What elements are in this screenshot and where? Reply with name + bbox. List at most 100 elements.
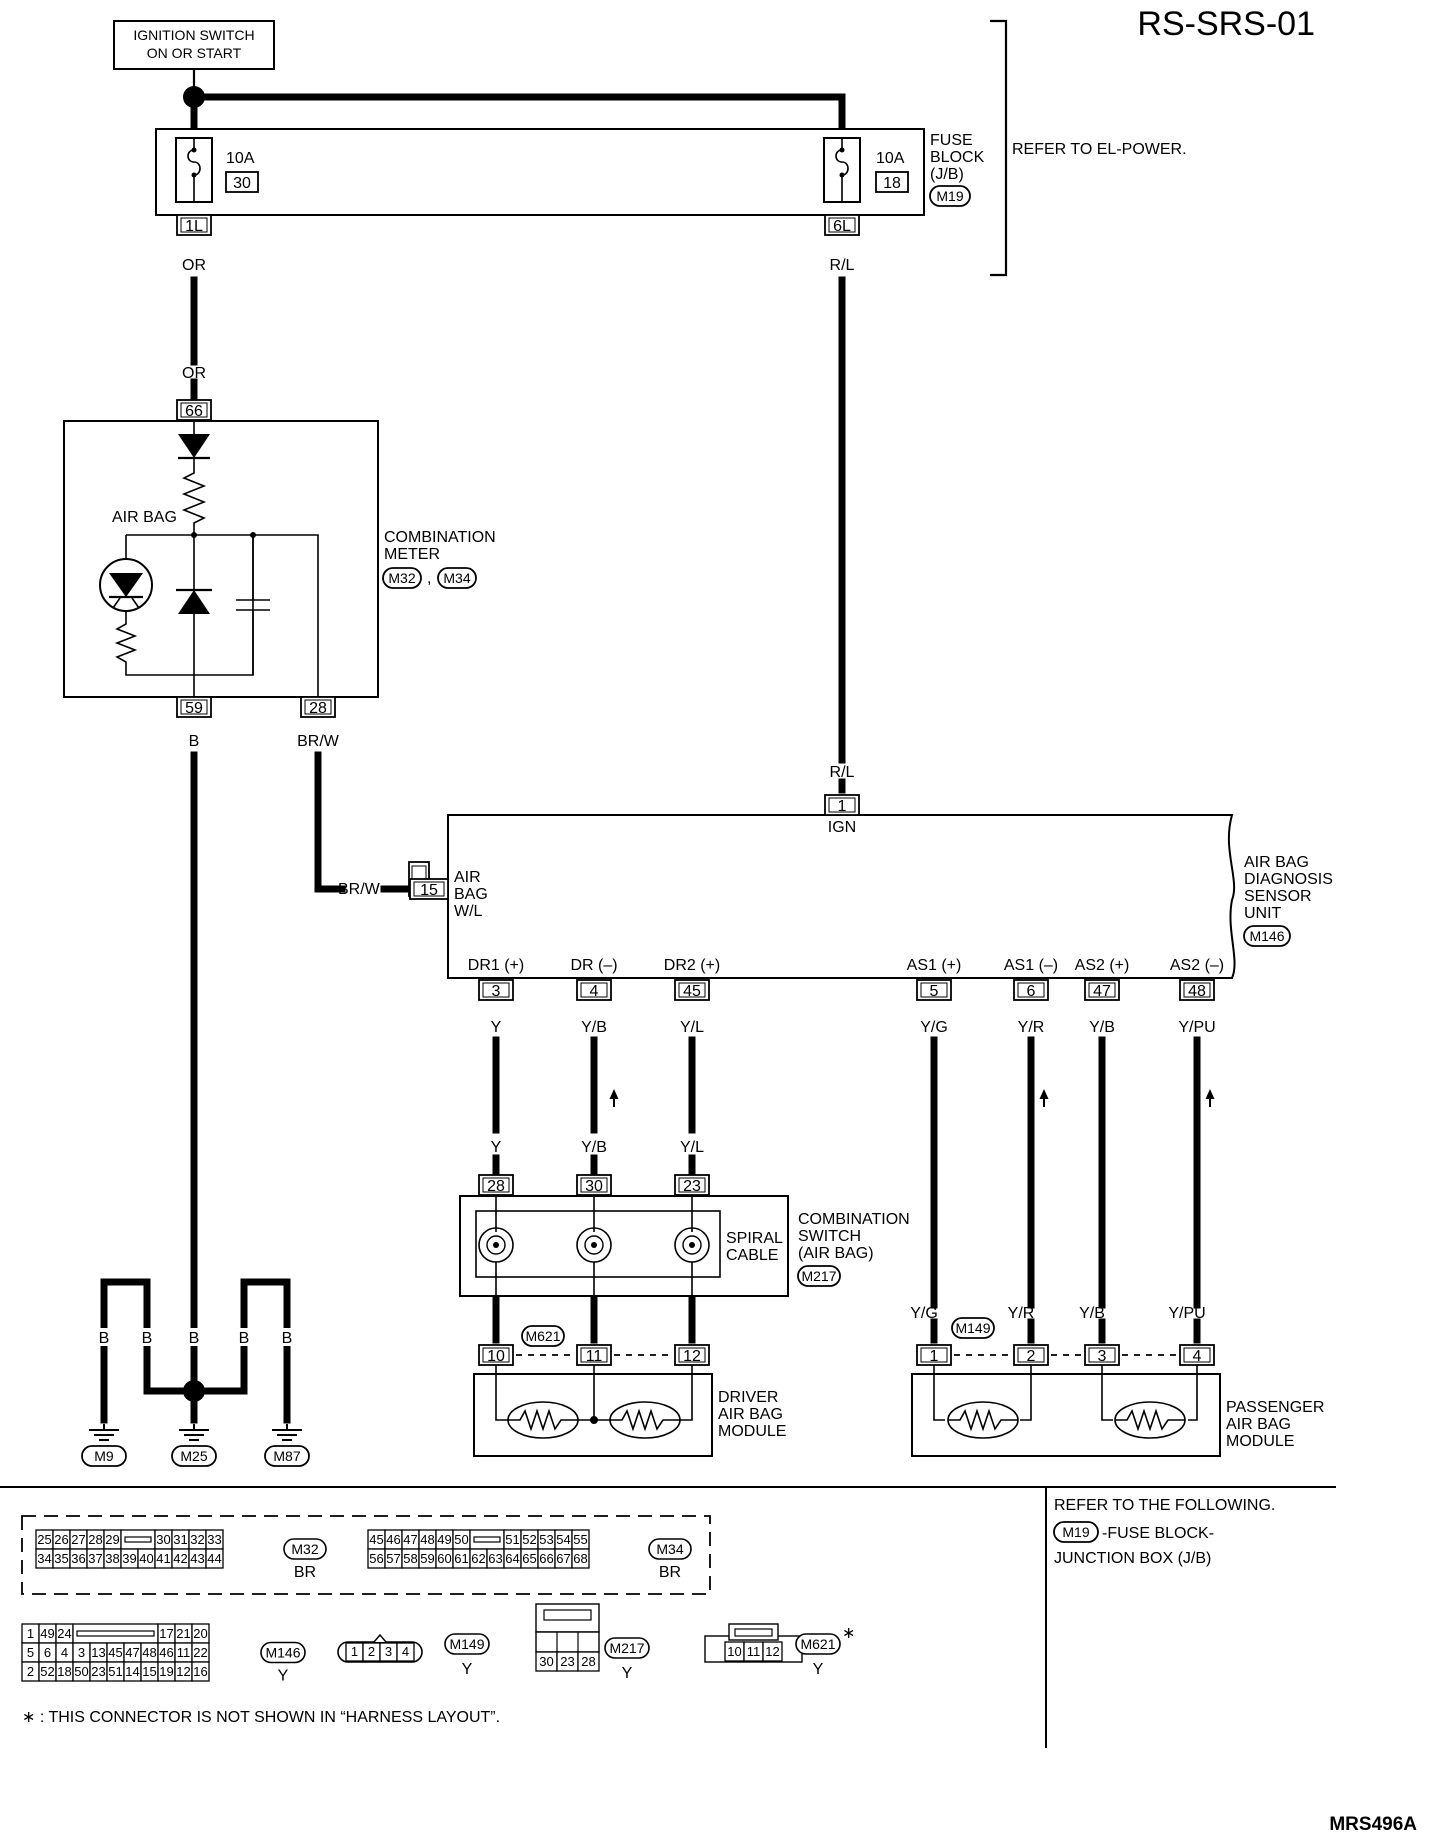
wire-BRW-meter: BR/W: [297, 733, 340, 750]
driver-squib-2: [609, 1401, 681, 1439]
fuse-block-label-2: BLOCK: [930, 149, 985, 166]
svg-text:19: 19: [159, 1664, 173, 1679]
svg-text:14: 14: [125, 1664, 139, 1679]
svg-text:29: 29: [105, 1532, 119, 1547]
svg-text:Y/L: Y/L: [680, 1019, 704, 1036]
svg-text:M621: M621: [800, 1636, 835, 1652]
svg-text:13: 13: [91, 1645, 105, 1660]
sensor-label-3: SENSOR: [1244, 888, 1312, 905]
fuse-30: 10A 30: [175, 137, 259, 203]
svg-text:27: 27: [71, 1532, 85, 1547]
svg-text:52: 52: [522, 1532, 536, 1547]
svg-text:Y/B: Y/B: [1089, 1019, 1115, 1036]
svg-text:30: 30: [539, 1654, 553, 1669]
passenger-label-2: AIR BAG: [1226, 1416, 1291, 1433]
wire-RL-top: R/L: [830, 257, 855, 274]
sensor-pins: DR1 (+) DR (–) DR2 (+) AS1 (+) AS1 (–) A…: [468, 957, 1224, 1036]
fuse-18: 10A 18: [823, 137, 909, 203]
terminal-p2: 2: [1027, 1348, 1036, 1365]
terminal-23-switch: 23: [683, 1178, 701, 1195]
switch-label-3: (AIR BAG): [798, 1245, 874, 1262]
svg-text:31: 31: [173, 1532, 187, 1547]
terminal-28-switch: 28: [487, 1178, 505, 1195]
spiral-label-1: SPIRAL: [726, 1230, 783, 1247]
sensor-wl-label-3: W/L: [454, 903, 483, 920]
svg-text:37: 37: [88, 1551, 102, 1566]
svg-text:M149: M149: [449, 1636, 484, 1652]
fuse-block-label-3: (J/B): [930, 166, 964, 183]
terminal-ign-1: 1: [838, 798, 847, 815]
refer-el-power: REFER TO EL-POWER.: [1012, 141, 1187, 158]
diagram-title: RS-SRS-01: [1137, 5, 1315, 43]
svg-text:50: 50: [454, 1532, 468, 1547]
svg-text:35: 35: [54, 1551, 68, 1566]
svg-text:Y: Y: [462, 1661, 473, 1678]
svg-text:54: 54: [556, 1532, 570, 1547]
switch-label-1: COMBINATION: [798, 1211, 910, 1228]
svg-text:Y: Y: [622, 1665, 633, 1682]
svg-text:10A: 10A: [226, 150, 255, 167]
svg-text:Y/PU: Y/PU: [1168, 1305, 1205, 1322]
svg-text:30: 30: [156, 1532, 170, 1547]
meter-diode-top: [178, 434, 210, 458]
svg-text:4: 4: [590, 983, 599, 1000]
svg-text:61: 61: [454, 1551, 468, 1566]
terminal-10: 10: [487, 1348, 505, 1365]
svg-text:18: 18: [57, 1664, 71, 1679]
footnote: ∗ : THIS CONNECTOR IS NOT SHOWN IN “HARN…: [22, 1709, 500, 1726]
wire-RL-sensor: R/L: [830, 764, 855, 781]
driver-label-3: MODULE: [718, 1423, 786, 1440]
svg-text:BR: BR: [294, 1564, 316, 1581]
passenger-squib-2: [1114, 1401, 1186, 1439]
svg-text:58: 58: [403, 1551, 417, 1566]
svg-text:4: 4: [402, 1644, 409, 1659]
wire-BRW-sensor: BR/W: [338, 881, 381, 898]
svg-text:B: B: [142, 1330, 153, 1347]
sensor-ign-label: IGN: [828, 819, 856, 836]
driver-label-2: AIR BAG: [718, 1406, 783, 1423]
terminal-15: 15: [420, 882, 438, 899]
svg-text:26: 26: [54, 1532, 68, 1547]
svg-text:17: 17: [159, 1626, 173, 1641]
svg-text:DR (–): DR (–): [570, 957, 617, 974]
terminal-p1: 1: [930, 1348, 939, 1365]
svg-text:28: 28: [581, 1654, 595, 1669]
svg-text:48: 48: [1188, 983, 1206, 1000]
fuse-block-connector: M19: [936, 188, 963, 204]
svg-text:59: 59: [420, 1551, 434, 1566]
meter-label-2: METER: [384, 546, 440, 563]
sensor-connector-m146: M146: [1249, 928, 1284, 944]
terminal-66: 66: [185, 403, 203, 420]
svg-text:M34: M34: [656, 1541, 683, 1557]
svg-text:21: 21: [176, 1626, 190, 1641]
svg-text:Y: Y: [491, 1019, 502, 1036]
svg-text:Y/R: Y/R: [1018, 1019, 1045, 1036]
svg-text:46: 46: [159, 1645, 173, 1660]
svg-text:3: 3: [492, 983, 501, 1000]
terminal-30-switch: 30: [585, 1178, 603, 1195]
svg-text:B: B: [239, 1330, 250, 1347]
svg-text:M217: M217: [609, 1640, 644, 1656]
meter-connector-m32: M32: [388, 570, 415, 586]
svg-text:36: 36: [71, 1551, 85, 1566]
svg-text:Y/R: Y/R: [1008, 1305, 1035, 1322]
svg-text:∗: ∗: [842, 1625, 855, 1642]
wire-B-meter: B: [189, 733, 200, 750]
ignition-switch-line2: ON OR START: [147, 45, 242, 61]
svg-text:28: 28: [88, 1532, 102, 1547]
svg-text:AS1 (–): AS1 (–): [1004, 957, 1058, 974]
svg-text:49: 49: [40, 1626, 54, 1641]
ground-m87-symbol: [271, 1423, 303, 1441]
svg-text:67: 67: [556, 1551, 570, 1566]
svg-text:BR: BR: [659, 1564, 681, 1581]
refer-following-connector: M19: [1062, 1524, 1089, 1540]
svg-text:AS1 (+): AS1 (+): [907, 957, 962, 974]
svg-text:Y/B: Y/B: [1079, 1305, 1105, 1322]
meter-connector-group: [21, 1515, 711, 1595]
svg-text:6: 6: [1027, 983, 1036, 1000]
ground-m87: M87: [273, 1448, 300, 1464]
svg-text:41: 41: [156, 1551, 170, 1566]
